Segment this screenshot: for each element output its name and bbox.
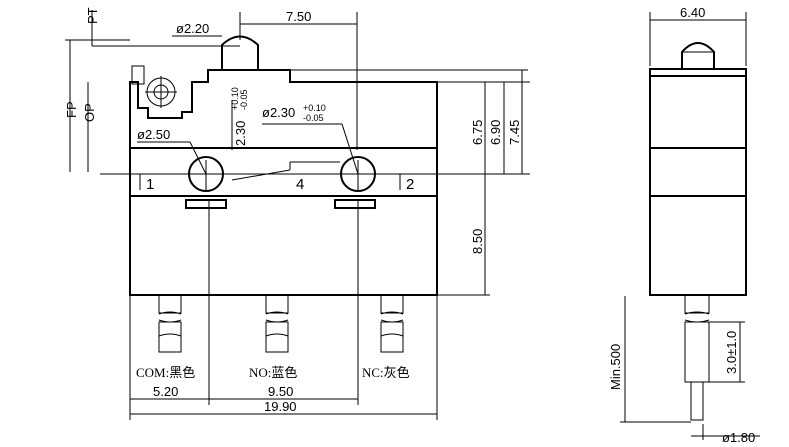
dim-690: 6.90 bbox=[488, 120, 503, 145]
dim-hole-right-tol-plus: +0.10 bbox=[303, 103, 326, 113]
dim-op: OP bbox=[82, 103, 97, 122]
terminal-1: 1 bbox=[146, 176, 154, 193]
dim-fp: FP bbox=[64, 101, 79, 118]
dim-side-width: 6.40 bbox=[680, 5, 705, 20]
pin-label-nc: NC:灰色 bbox=[362, 365, 410, 380]
front-view: 1 4 2 COM:黑色 NO:蓝色 NC:灰色 bbox=[64, 7, 530, 420]
dim-hole-left-dia: ø2.50 bbox=[137, 127, 170, 142]
dim-no-to-nc: 9.50 bbox=[268, 384, 293, 399]
dim-hole-left-tol-minus: -0.05 bbox=[239, 89, 249, 110]
dim-hole-left-tol-plus: +0.10 bbox=[230, 87, 240, 110]
terminal-2: 2 bbox=[406, 176, 414, 193]
front-body-outline bbox=[129, 69, 438, 296]
dim-hole-right-dia: ø2.30 bbox=[262, 105, 295, 120]
pin-label-no: NO:蓝色 bbox=[249, 365, 297, 380]
dim-plunger-dia: ø2.20 bbox=[176, 21, 209, 36]
dim-hole-right-tol-minus: -0.05 bbox=[303, 113, 324, 123]
dim-plunger-pos: 7.50 bbox=[286, 9, 311, 24]
side-view: 6.40 Min.500 3.0±1.0 ø1.80 bbox=[608, 5, 760, 445]
front-pivot-tab bbox=[131, 65, 145, 85]
dim-overall: 19.90 bbox=[264, 399, 297, 414]
dim-850: 8.50 bbox=[470, 229, 485, 254]
front-plunger bbox=[221, 35, 259, 70]
pin-label-com: COM:黑色 bbox=[136, 365, 195, 380]
side-body bbox=[649, 68, 747, 296]
dim-675: 6.75 bbox=[470, 120, 485, 145]
dim-pin-stub: 3.0±1.0 bbox=[724, 331, 739, 374]
dim-pt: PT bbox=[85, 7, 100, 24]
dim-hole-left-offset: 2.30 bbox=[233, 121, 248, 146]
dim-com-to-no: 5.20 bbox=[153, 384, 178, 399]
terminal-4: 4 bbox=[296, 176, 304, 193]
dim-pin-dia: ø1.80 bbox=[722, 430, 755, 445]
side-plunger bbox=[681, 42, 715, 69]
dim-745: 7.45 bbox=[507, 120, 522, 145]
dim-pin-length: Min.500 bbox=[608, 344, 623, 390]
front-pins bbox=[158, 294, 404, 353]
